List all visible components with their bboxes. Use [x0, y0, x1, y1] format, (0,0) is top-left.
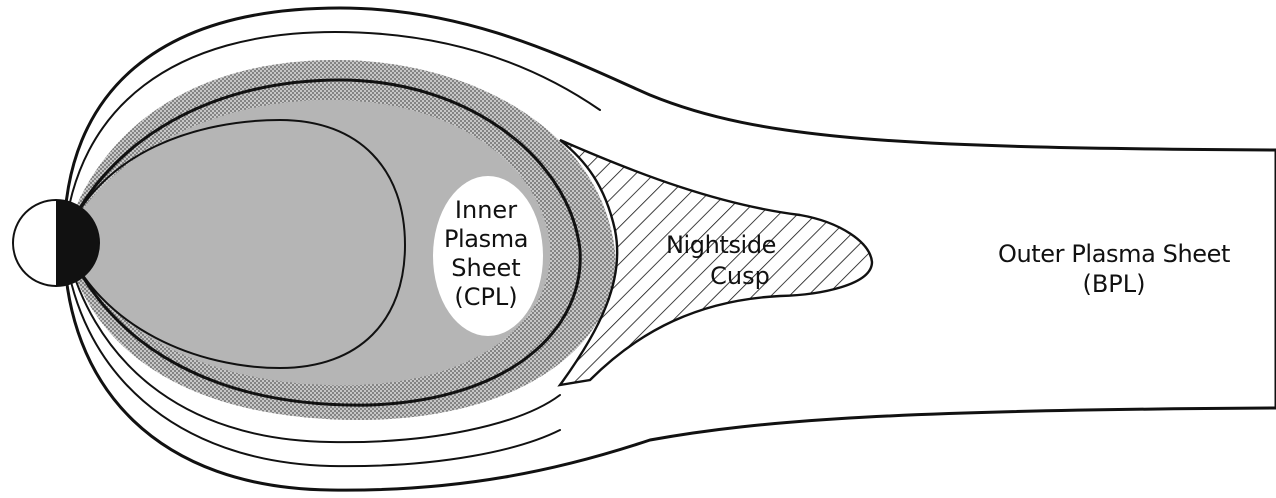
- inner-plasma-label-line4: (CPL): [454, 283, 517, 311]
- planet: [13, 200, 99, 286]
- cusp-label-line2: Cusp: [710, 262, 770, 290]
- outer-plasma-label-line2: (BPL): [1082, 270, 1145, 298]
- cusp-label-line1: Nightside: [666, 231, 776, 259]
- inner-plasma-label-line3: Sheet: [451, 254, 520, 282]
- inner-plasma-label-line1: Inner: [455, 196, 517, 224]
- inner-plasma-label-line2: Plasma: [444, 225, 528, 253]
- outer-plasma-label-line1: Outer Plasma Sheet: [998, 240, 1230, 268]
